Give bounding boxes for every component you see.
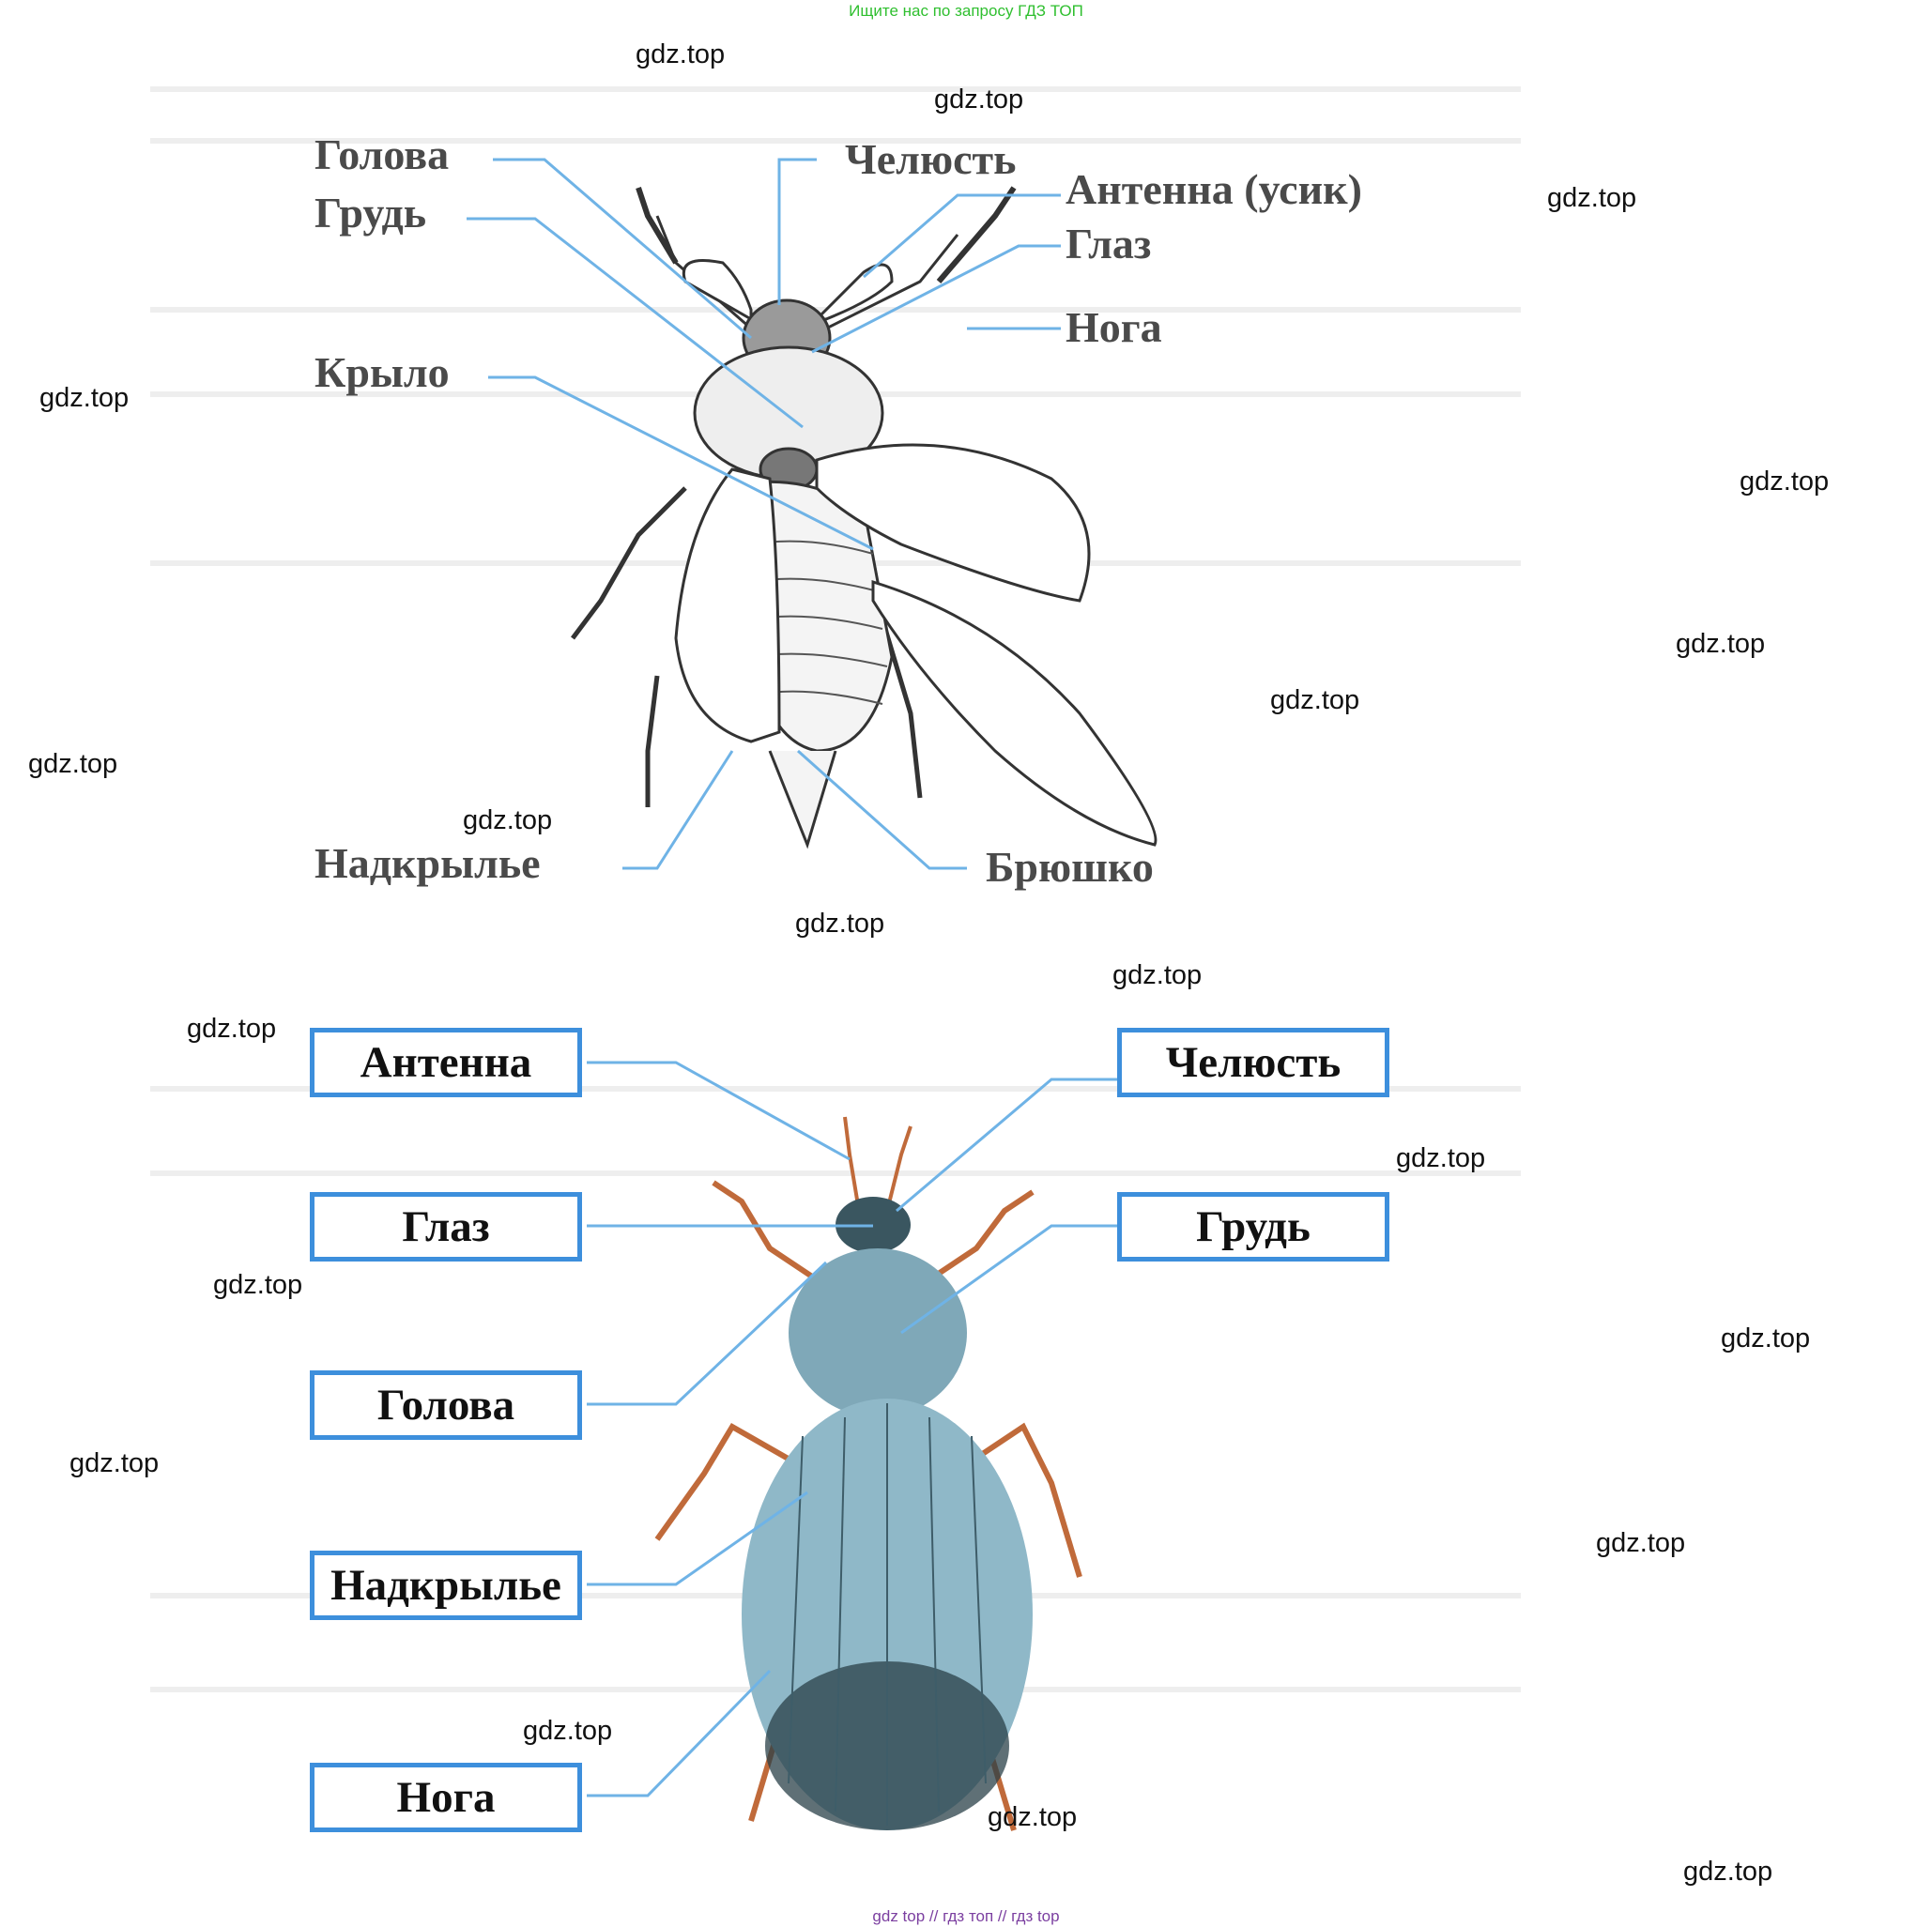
watermark: gdz.top [69, 1448, 160, 1478]
watermark: gdz.top [1683, 1857, 1773, 1887]
top-label-eye: Глаз [1066, 220, 1152, 268]
box-jaw: Челюсть [1117, 1028, 1389, 1097]
watermark: gdz.top [795, 909, 885, 939]
box-head: Голова [310, 1370, 582, 1440]
top-label-head: Голова [314, 130, 450, 178]
watermark: gdz.top [1596, 1528, 1686, 1558]
box-antenna-text: Антенна [360, 1038, 532, 1087]
box-chest-text: Грудь [1196, 1202, 1311, 1251]
top-label-abdomen: Брюшко [986, 843, 1154, 891]
top-label-chest: Грудь [314, 189, 427, 237]
ground-beetle-drawing [654, 1116, 1082, 1831]
watermark: gdz.top [1547, 183, 1637, 213]
watermark: gdz.top [988, 1802, 1078, 1832]
footer-note: gdz top // гдз топ // гдз top [872, 1907, 1060, 1925]
box-chest: Грудь [1117, 1192, 1389, 1262]
box-leg-text: Нога [396, 1773, 496, 1822]
watermark: gdz.top [28, 749, 118, 779]
watermark: gdz.top [39, 383, 130, 413]
box-leg: Нога [310, 1763, 582, 1832]
bottom-leader-lines [587, 1061, 1117, 1797]
box-elytron-text: Надкрылье [330, 1561, 561, 1610]
header-note: Ищите нас по запросу ГДЗ ТОП [849, 2, 1083, 20]
watermark: gdz.top [1396, 1143, 1486, 1173]
top-label-antenna: Антенна (усик) [1066, 165, 1362, 213]
watermark: gdz.top [463, 805, 553, 835]
watermark: gdz.top [1676, 629, 1766, 659]
box-eye: Глаз [310, 1192, 582, 1262]
watermark: gdz.top [934, 84, 1024, 115]
watermark: gdz.top [1112, 960, 1203, 990]
box-elytron: Надкрылье [310, 1551, 582, 1620]
watermark: gdz.top [636, 39, 726, 69]
box-eye-text: Глаз [402, 1202, 490, 1251]
watermark: gdz.top [187, 1014, 277, 1044]
box-antenna: Антенна [310, 1028, 582, 1097]
box-jaw-text: Челюсть [1165, 1038, 1342, 1087]
top-label-elytron: Надкрылье [314, 839, 541, 887]
top-leader-lines [467, 158, 1061, 870]
top-label-leg: Нога [1066, 303, 1162, 351]
top-label-jaw: Челюсть [845, 135, 1017, 183]
watermark: gdz.top [1740, 466, 1830, 497]
watermark: gdz.top [1270, 685, 1360, 715]
watermark: gdz.top [523, 1716, 613, 1746]
cockchafer-drawing [571, 186, 1158, 849]
watermark: gdz.top [1721, 1323, 1811, 1353]
top-label-wing: Крыло [314, 348, 450, 396]
watermark: gdz.top [213, 1270, 303, 1300]
box-head-text: Голова [376, 1381, 515, 1430]
